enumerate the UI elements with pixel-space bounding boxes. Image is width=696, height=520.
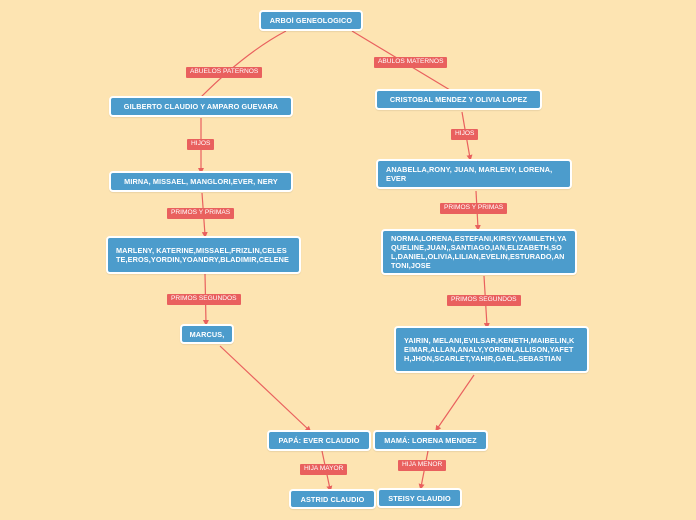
- label-children-right: HIJOS: [451, 129, 479, 140]
- node-paternal-second-cousins[interactable]: MARCUS,: [180, 324, 234, 344]
- label-paternal-grandparents: ABUELOS PATERNOS: [186, 67, 263, 78]
- node-maternal-grandparents[interactable]: CRISTOBAL MENDEZ Y OLIVIA LOPEZ: [375, 89, 542, 110]
- node-paternal-cousins[interactable]: MARLENY, KATERINE,MISSAEL,FRIZLIN,CELEST…: [106, 236, 301, 274]
- node-maternal-second-cousins[interactable]: YAIRIN, MELANI,EVILSAR,KENETH,MAIBELIN,K…: [394, 326, 589, 373]
- link-maternal-mother: [435, 374, 475, 432]
- link-marcus-father: [219, 345, 312, 433]
- label-older-daughter: HIJA MAYOR: [300, 464, 348, 475]
- label-second-cousins-right: PRIMOS SEGUNDOS: [447, 295, 521, 306]
- node-maternal-cousins[interactable]: NORMA,LORENA,ESTEFANI,KIRSY,YAMILETH,YAQ…: [381, 229, 577, 275]
- label-second-cousins-left: PRIMOS SEGUNDOS: [167, 294, 241, 305]
- node-root[interactable]: ARBOl GENEOLOGICO: [259, 10, 363, 31]
- node-maternal-children[interactable]: ANABELLA,RONY, JUAN, MARLENY, LORENA, EV…: [376, 159, 572, 189]
- node-paternal-children[interactable]: MIRNA, MISSAEL, MANGLORI,EVER, NERY: [109, 171, 293, 192]
- label-maternal-grandparents: ABULOS MATERNOS: [374, 57, 448, 68]
- node-paternal-grandparents[interactable]: GILBERTO CLAUDIO Y AMPARO GUEVARA: [109, 96, 293, 117]
- label-younger-daughter: HIJA MENOR: [398, 460, 447, 471]
- node-father[interactable]: PAPÁ: EVER CLAUDIO: [267, 430, 371, 451]
- node-mother[interactable]: MAMÁ: LORENA MENDEZ: [373, 430, 488, 451]
- label-cousins-right: PRIMOS Y PRIMAS: [440, 203, 508, 214]
- label-cousins-left: PRIMOS Y PRIMAS: [167, 208, 235, 219]
- node-younger-daughter[interactable]: STEISY CLAUDIO: [377, 488, 462, 508]
- label-children-left: HIJOS: [187, 139, 215, 150]
- node-older-daughter[interactable]: ASTRID CLAUDIO: [289, 489, 376, 509]
- link-root-paternal: [200, 30, 287, 98]
